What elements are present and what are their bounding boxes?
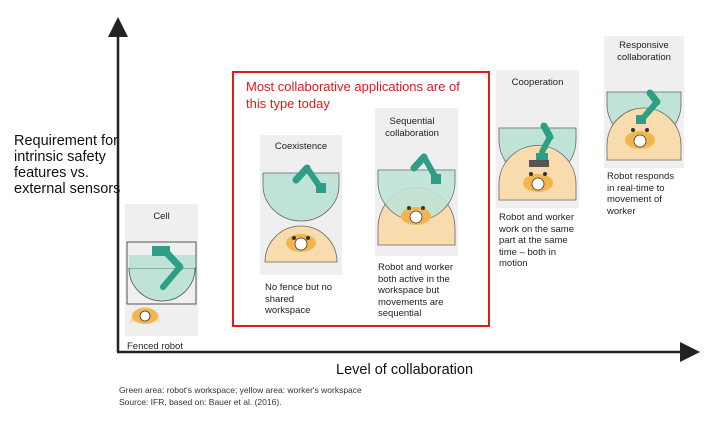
stage-coexistence-description: No fence but no shared workspace [265, 282, 333, 316]
robot-arm-icon [536, 122, 554, 161]
stage-responsive-title: Responsive collaboration [617, 40, 671, 63]
stage-sequential-illustration [375, 108, 458, 256]
stage-cell-illustration [125, 204, 198, 336]
worker-icon [286, 234, 316, 252]
worker-icon [132, 308, 158, 324]
robot-arm-icon [292, 164, 326, 193]
stage-cell-description: Fenced robot [127, 341, 183, 352]
stage-cooperation-description: Robot and worker work on the same part a… [499, 212, 574, 269]
stage-sequential-title: Sequential collaboration [385, 116, 439, 139]
stage-cell-title: Cell [153, 211, 170, 222]
highlight-box-label: Most collaborative applications are of t… [246, 79, 460, 111]
stage-coexistence-title: Coexistence [274, 141, 328, 152]
stage-responsive-description: Robot responds in real-time to movement … [607, 171, 675, 217]
stage-cooperation-title: Cooperation [511, 77, 564, 88]
worker-icon [625, 128, 655, 149]
stage-cooperation-illustration [496, 70, 579, 208]
worker-workspace-area [498, 145, 577, 201]
robot-arm-icon [636, 89, 661, 124]
worker-icon [401, 206, 431, 225]
highlight-box [232, 71, 490, 327]
shared-part-icon [529, 160, 549, 167]
stage-sequential-description: Robot and worker both active in the work… [378, 262, 453, 319]
robot-arm-icon [410, 153, 441, 184]
stage-coexistence-illustration [260, 135, 342, 275]
worker-icon [523, 172, 553, 192]
footnote-source: Source: IFR, based on: Bauer et al. (201… [119, 397, 282, 407]
x-axis-label: Level of collaboration [336, 362, 474, 378]
robot-arm-icon [152, 246, 184, 290]
y-axis-label: Requirement for intrinsic safety feature… [14, 133, 121, 197]
stage-responsive-illustration [604, 36, 684, 168]
footnote-legend: Green area: robot's workspace; yellow ar… [119, 385, 362, 395]
